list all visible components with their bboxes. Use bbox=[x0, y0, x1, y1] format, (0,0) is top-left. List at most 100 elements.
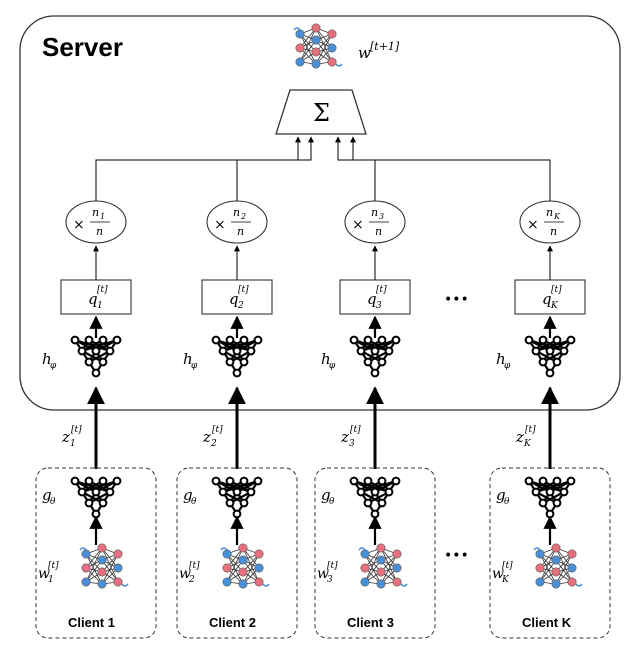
q-sub: 1 bbox=[97, 301, 103, 311]
q-sup: [t] bbox=[97, 285, 108, 295]
z-sub: K bbox=[523, 439, 532, 449]
ellipsis-clients: ••• bbox=[444, 548, 469, 564]
aggregator-sum-box bbox=[275, 89, 367, 135]
w-sup: [t] bbox=[327, 561, 338, 571]
h-network-icon bbox=[70, 335, 122, 378]
w-label: w bbox=[179, 566, 191, 582]
z-label: z bbox=[202, 428, 211, 446]
sum-symbol: Σ bbox=[313, 99, 330, 127]
w-sub: 3 bbox=[327, 575, 333, 585]
scale-denominator: n bbox=[96, 225, 103, 238]
w-sub: 2 bbox=[188, 575, 195, 585]
h-label: h bbox=[42, 350, 52, 368]
times-symbol: × bbox=[73, 217, 85, 233]
to-aggregator-arrow bbox=[236, 136, 314, 201]
scale-numerator-sub: 2 bbox=[240, 212, 246, 221]
q-label: q bbox=[88, 290, 98, 308]
z-sup: [t] bbox=[212, 425, 223, 435]
q-label: q bbox=[367, 290, 377, 308]
g-network-icon bbox=[349, 476, 401, 519]
times-symbol: × bbox=[214, 217, 226, 233]
scale-numerator-sub: 1 bbox=[100, 212, 105, 221]
w-sup: [t] bbox=[48, 561, 59, 571]
q-sub: 2 bbox=[237, 301, 244, 311]
client-model-icon bbox=[358, 543, 408, 589]
q-sup: [t] bbox=[551, 285, 562, 295]
w-sup: [t] bbox=[189, 561, 200, 571]
scale-denominator: n bbox=[375, 225, 382, 238]
z-sub: 3 bbox=[349, 439, 355, 449]
h-label: h bbox=[183, 350, 193, 368]
h-network-icon bbox=[524, 335, 576, 378]
scale-numerator-sub: K bbox=[553, 212, 561, 221]
z-sup: [t] bbox=[350, 425, 361, 435]
q-sup: [t] bbox=[238, 285, 249, 295]
z-label: z bbox=[515, 428, 524, 446]
to-aggregator-arrow bbox=[335, 136, 376, 201]
z-sub: 1 bbox=[70, 439, 76, 449]
q-sup: [t] bbox=[376, 285, 387, 295]
h-label: h bbox=[321, 350, 331, 368]
global-weight-superscript: [t+1] bbox=[370, 40, 400, 53]
scale-denominator: n bbox=[237, 225, 244, 238]
g-label: g bbox=[183, 486, 193, 504]
w-label: w bbox=[38, 566, 50, 582]
z-sup: [t] bbox=[71, 425, 82, 435]
g-sub: θ bbox=[504, 497, 510, 507]
g-network-icon bbox=[211, 476, 263, 519]
client-model-icon bbox=[79, 543, 129, 589]
g-network-icon bbox=[524, 476, 576, 519]
to-aggregator-arrow bbox=[350, 136, 551, 201]
g-sub: θ bbox=[50, 497, 56, 507]
times-symbol: × bbox=[352, 217, 364, 233]
global-model-network bbox=[293, 23, 343, 69]
q-label: q bbox=[542, 290, 552, 308]
q-sub: 3 bbox=[376, 301, 382, 311]
g-label: g bbox=[42, 486, 52, 504]
z-sub: 2 bbox=[210, 439, 217, 449]
z-label: z bbox=[340, 428, 349, 446]
h-network-icon bbox=[211, 335, 263, 378]
q-label: q bbox=[229, 290, 239, 308]
w-label: w bbox=[317, 566, 329, 582]
g-network-icon bbox=[70, 476, 122, 519]
h-label: h bbox=[496, 350, 506, 368]
client-label: Client 1 bbox=[68, 615, 115, 630]
server-title: Server bbox=[42, 32, 123, 62]
scale-numerator: n bbox=[92, 206, 99, 219]
h-network-icon bbox=[349, 335, 401, 378]
scale-numerator: n bbox=[546, 206, 553, 219]
w-sub: 1 bbox=[48, 575, 54, 585]
scale-denominator: n bbox=[550, 225, 557, 238]
w-label: w bbox=[492, 566, 504, 582]
times-symbol: × bbox=[527, 217, 539, 233]
client-label: Client 3 bbox=[347, 615, 394, 630]
scale-numerator: n bbox=[371, 206, 378, 219]
client-label: Client K bbox=[522, 615, 572, 630]
client-label: Client 2 bbox=[209, 615, 256, 630]
h-sub: φ bbox=[329, 361, 336, 371]
q-box bbox=[339, 279, 411, 315]
w-sub: K bbox=[501, 575, 510, 585]
z-label: z bbox=[61, 428, 70, 446]
global-model-icon bbox=[293, 23, 343, 69]
q-box bbox=[60, 279, 132, 315]
h-sub: φ bbox=[50, 361, 57, 371]
client-model-icon bbox=[220, 543, 270, 589]
h-sub: φ bbox=[191, 361, 198, 371]
h-sub: φ bbox=[504, 361, 511, 371]
client-model-icon bbox=[533, 543, 583, 589]
g-label: g bbox=[496, 486, 506, 504]
g-label: g bbox=[321, 486, 331, 504]
scale-numerator: n bbox=[233, 206, 240, 219]
global-weight-label: w bbox=[358, 44, 371, 62]
ellipsis-server: ••• bbox=[444, 292, 469, 308]
to-aggregator-arrow bbox=[95, 136, 301, 201]
server-box bbox=[19, 15, 621, 411]
scale-numerator-sub: 3 bbox=[379, 212, 384, 221]
